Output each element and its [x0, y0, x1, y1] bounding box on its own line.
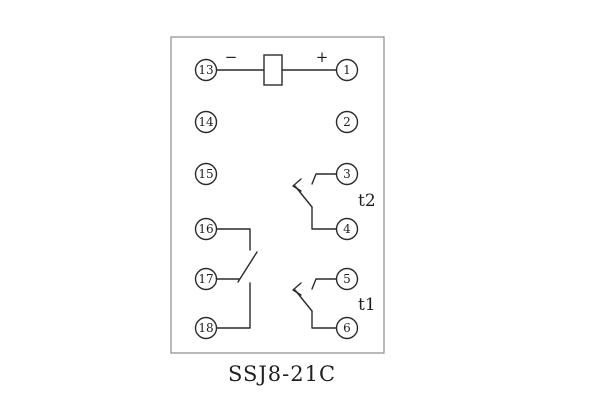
terminal-1-circle	[335, 58, 359, 82]
contact-t1-bottom-wire	[311, 310, 337, 329]
contact-t1: t1	[292, 278, 376, 329]
terminal-2: 2	[335, 110, 359, 134]
terminal-1: 1	[335, 58, 359, 82]
terminal-14: 14	[194, 110, 218, 134]
model-caption: SSJ8-21C	[228, 362, 336, 386]
terminal-15-circle	[194, 162, 218, 186]
terminal-5-number: 5	[343, 272, 351, 286]
terminal-4-number: 4	[343, 222, 351, 236]
terminal-5: 5	[335, 267, 359, 291]
contact-left-group	[216, 228, 258, 329]
terminal-4: 4	[335, 217, 359, 241]
contact-t2-top-wire	[311, 173, 337, 185]
terminal-16: 16	[194, 217, 218, 241]
terminal-6: 6	[335, 316, 359, 340]
contact-t2-label: t2	[358, 191, 376, 211]
terminal-16-stub-wire	[216, 228, 251, 251]
terminal-13-number: 13	[198, 63, 213, 77]
polarity-minus-label: −	[225, 48, 238, 66]
contact-t2: t2	[292, 173, 376, 230]
contact-left-moving-arm	[237, 251, 258, 283]
contact-t1-top-wire	[311, 278, 337, 290]
contact-t1-delay-hook-icon	[292, 282, 302, 296]
terminal-17: 17	[194, 267, 218, 291]
terminal-15-number: 15	[198, 167, 213, 181]
terminal-6-number: 6	[343, 321, 351, 335]
terminal-13: 13	[194, 58, 218, 82]
contact-t2-delay-hook-icon	[292, 178, 302, 192]
terminal-14-circle	[194, 110, 218, 134]
terminal-13-circle	[194, 58, 218, 82]
contact-t1-label: t1	[358, 295, 376, 315]
terminal-1-number: 1	[343, 63, 351, 77]
schematic-border	[170, 36, 385, 354]
terminal-17-number: 17	[198, 272, 213, 286]
terminal-2-circle	[335, 110, 359, 134]
contact-t2-bottom-wire	[311, 206, 337, 230]
terminal-18: 18	[194, 316, 218, 340]
terminal-18-number: 18	[198, 321, 213, 335]
terminal-14-number: 14	[198, 115, 214, 129]
terminal-3: 3	[335, 162, 359, 186]
terminal-2-number: 2	[343, 115, 351, 129]
terminal-15: 15	[194, 162, 218, 186]
terminal-18-riser-wire	[216, 282, 251, 329]
terminal-3-number: 3	[343, 167, 351, 181]
polarity-plus-label: +	[316, 48, 329, 66]
coil-symbol	[263, 54, 283, 86]
terminal-16-number: 16	[198, 222, 213, 236]
